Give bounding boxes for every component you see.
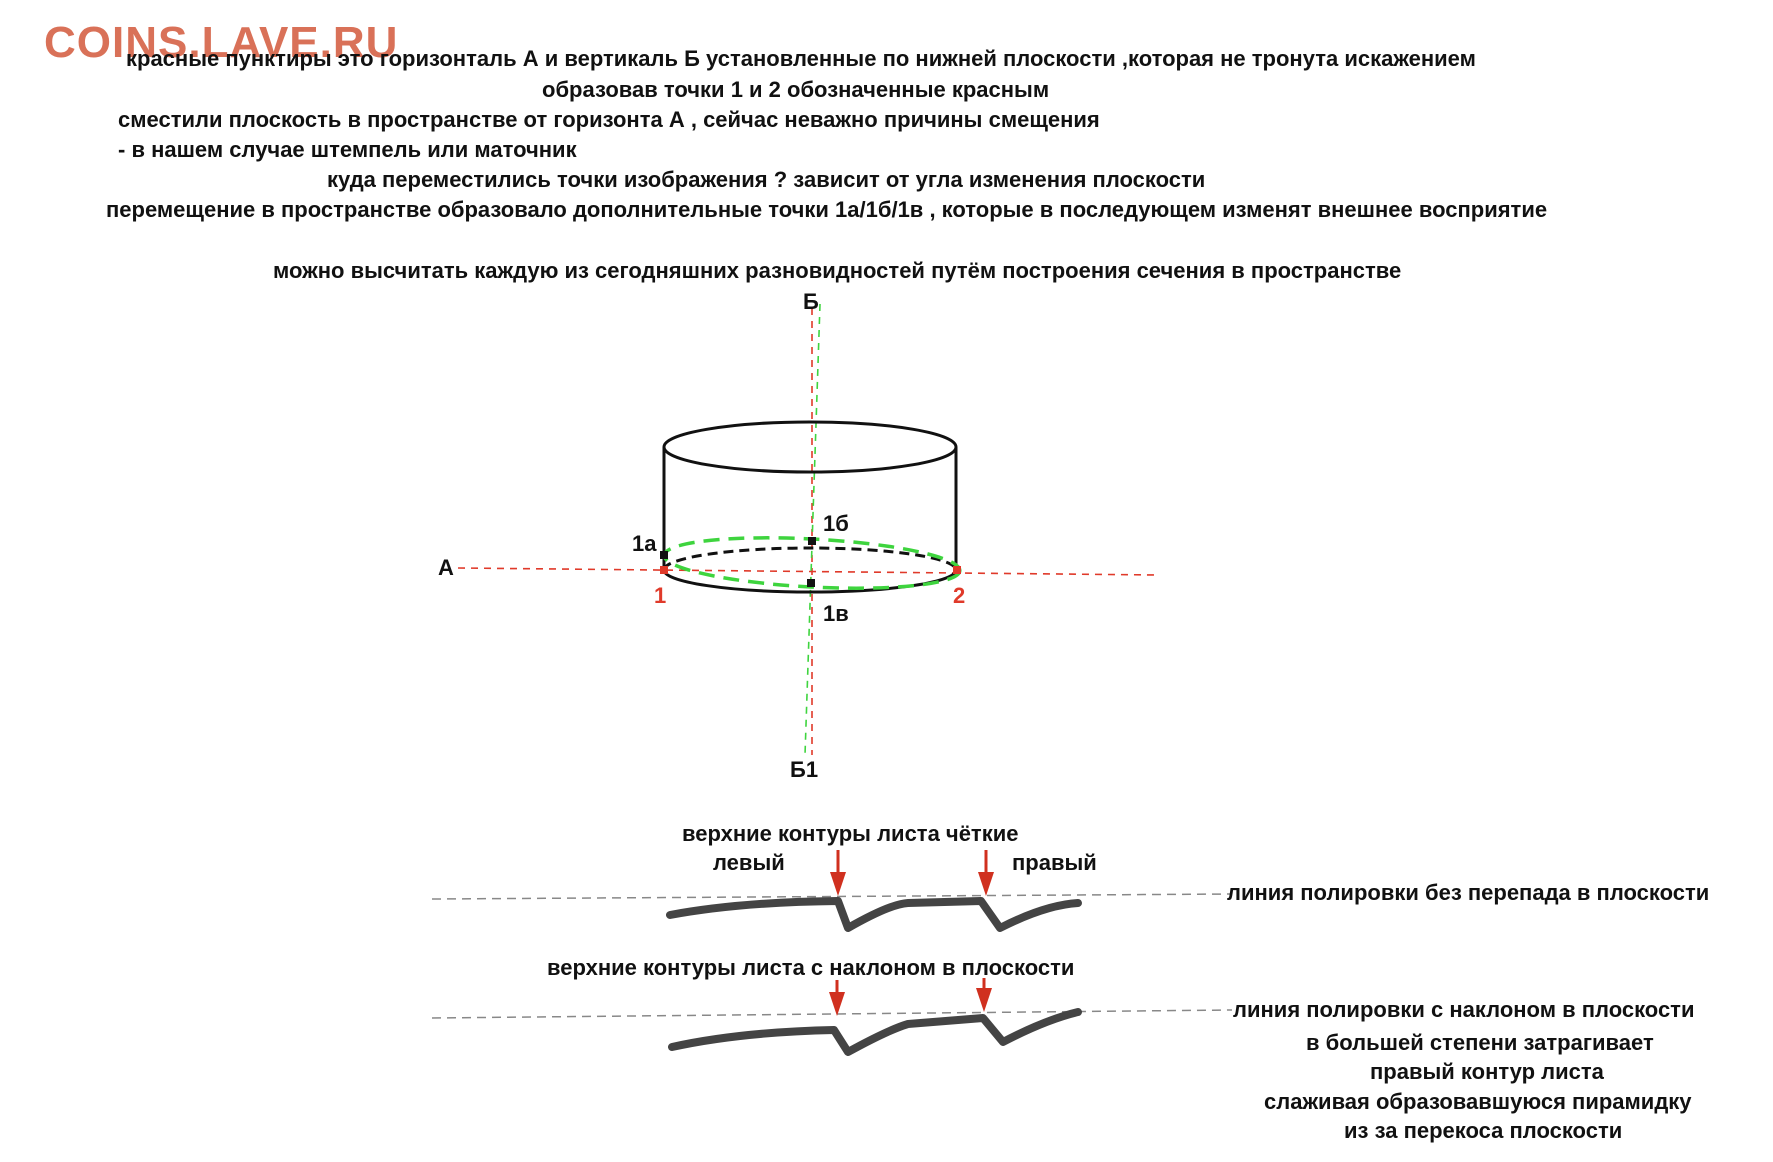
- label-a: А: [438, 555, 454, 580]
- label-point-1a: 1а: [632, 531, 657, 556]
- site-watermark: COINS.LAVE.RU: [44, 18, 399, 67]
- upper-contour-title: верхние контуры листа чёткие: [682, 821, 1019, 846]
- note-line-1: в большей степени затрагивает: [1306, 1030, 1654, 1055]
- label-point-1v: 1в: [823, 601, 849, 626]
- polishing-line-tilted: [431, 1009, 1233, 1019]
- polishing-line-flat-label: линия полировки без перепада в плоскости: [1227, 880, 1710, 905]
- note-line-4: из за перекоса плоскости: [1344, 1118, 1623, 1143]
- arrow-left-lower: [829, 980, 845, 1016]
- intro-line-3: сместили плоскость в пространстве от гор…: [118, 107, 1100, 132]
- point-2: [953, 566, 961, 574]
- intro-line-7: можно высчитать каждую из сегодняшних ра…: [273, 258, 1402, 283]
- right-contour-label: правый: [1012, 850, 1097, 875]
- leaf-contour-flat: [666, 897, 1082, 932]
- tilted-axis-line: [804, 303, 821, 756]
- note-line-2: правый контур листа: [1370, 1059, 1604, 1084]
- axis-a-line: [457, 567, 1159, 576]
- polishing-line-flat: [431, 893, 1233, 900]
- leaf-contour-tilted: [668, 1008, 1082, 1056]
- label-b1: Б1: [790, 757, 819, 782]
- point-1a: [660, 551, 668, 559]
- intro-line-4: - в нашем случае штемпель или маточник: [118, 137, 577, 162]
- lower-contour-title: верхние контуры листа с наклоном в плоск…: [547, 955, 1075, 980]
- label-point-2: 2: [953, 583, 966, 608]
- arrow-left-upper: [830, 850, 846, 896]
- note-line-3: слаживая образовавшуюся пирамидку: [1264, 1089, 1692, 1114]
- intro-line-5: куда переместились точки изображения ? з…: [327, 167, 1206, 192]
- polishing-line-tilted-label: линия полировки с наклоном в плоскости: [1233, 997, 1695, 1022]
- arrow-right-lower: [976, 978, 992, 1012]
- point-1v: [807, 579, 815, 587]
- cylinder-bottom-front: [662, 569, 958, 594]
- label-point-1b: 1б: [823, 511, 849, 536]
- intro-line-6: перемещение в пространстве образовало до…: [106, 197, 1548, 222]
- left-contour-label: левый: [713, 850, 785, 875]
- intro-line-1: красные пунктиры это горизонталь А и вер…: [126, 46, 1476, 71]
- cylinder-bottom-back: [662, 546, 958, 571]
- cylinder-top: [662, 420, 958, 474]
- arrow-right-upper: [978, 850, 994, 896]
- label-point-1: 1: [654, 583, 667, 608]
- intro-line-2: образовав точки 1 и 2 обозначенные красн…: [542, 77, 1050, 102]
- point-1: [660, 566, 668, 574]
- label-b: Б: [803, 289, 819, 314]
- point-1b: [808, 537, 816, 545]
